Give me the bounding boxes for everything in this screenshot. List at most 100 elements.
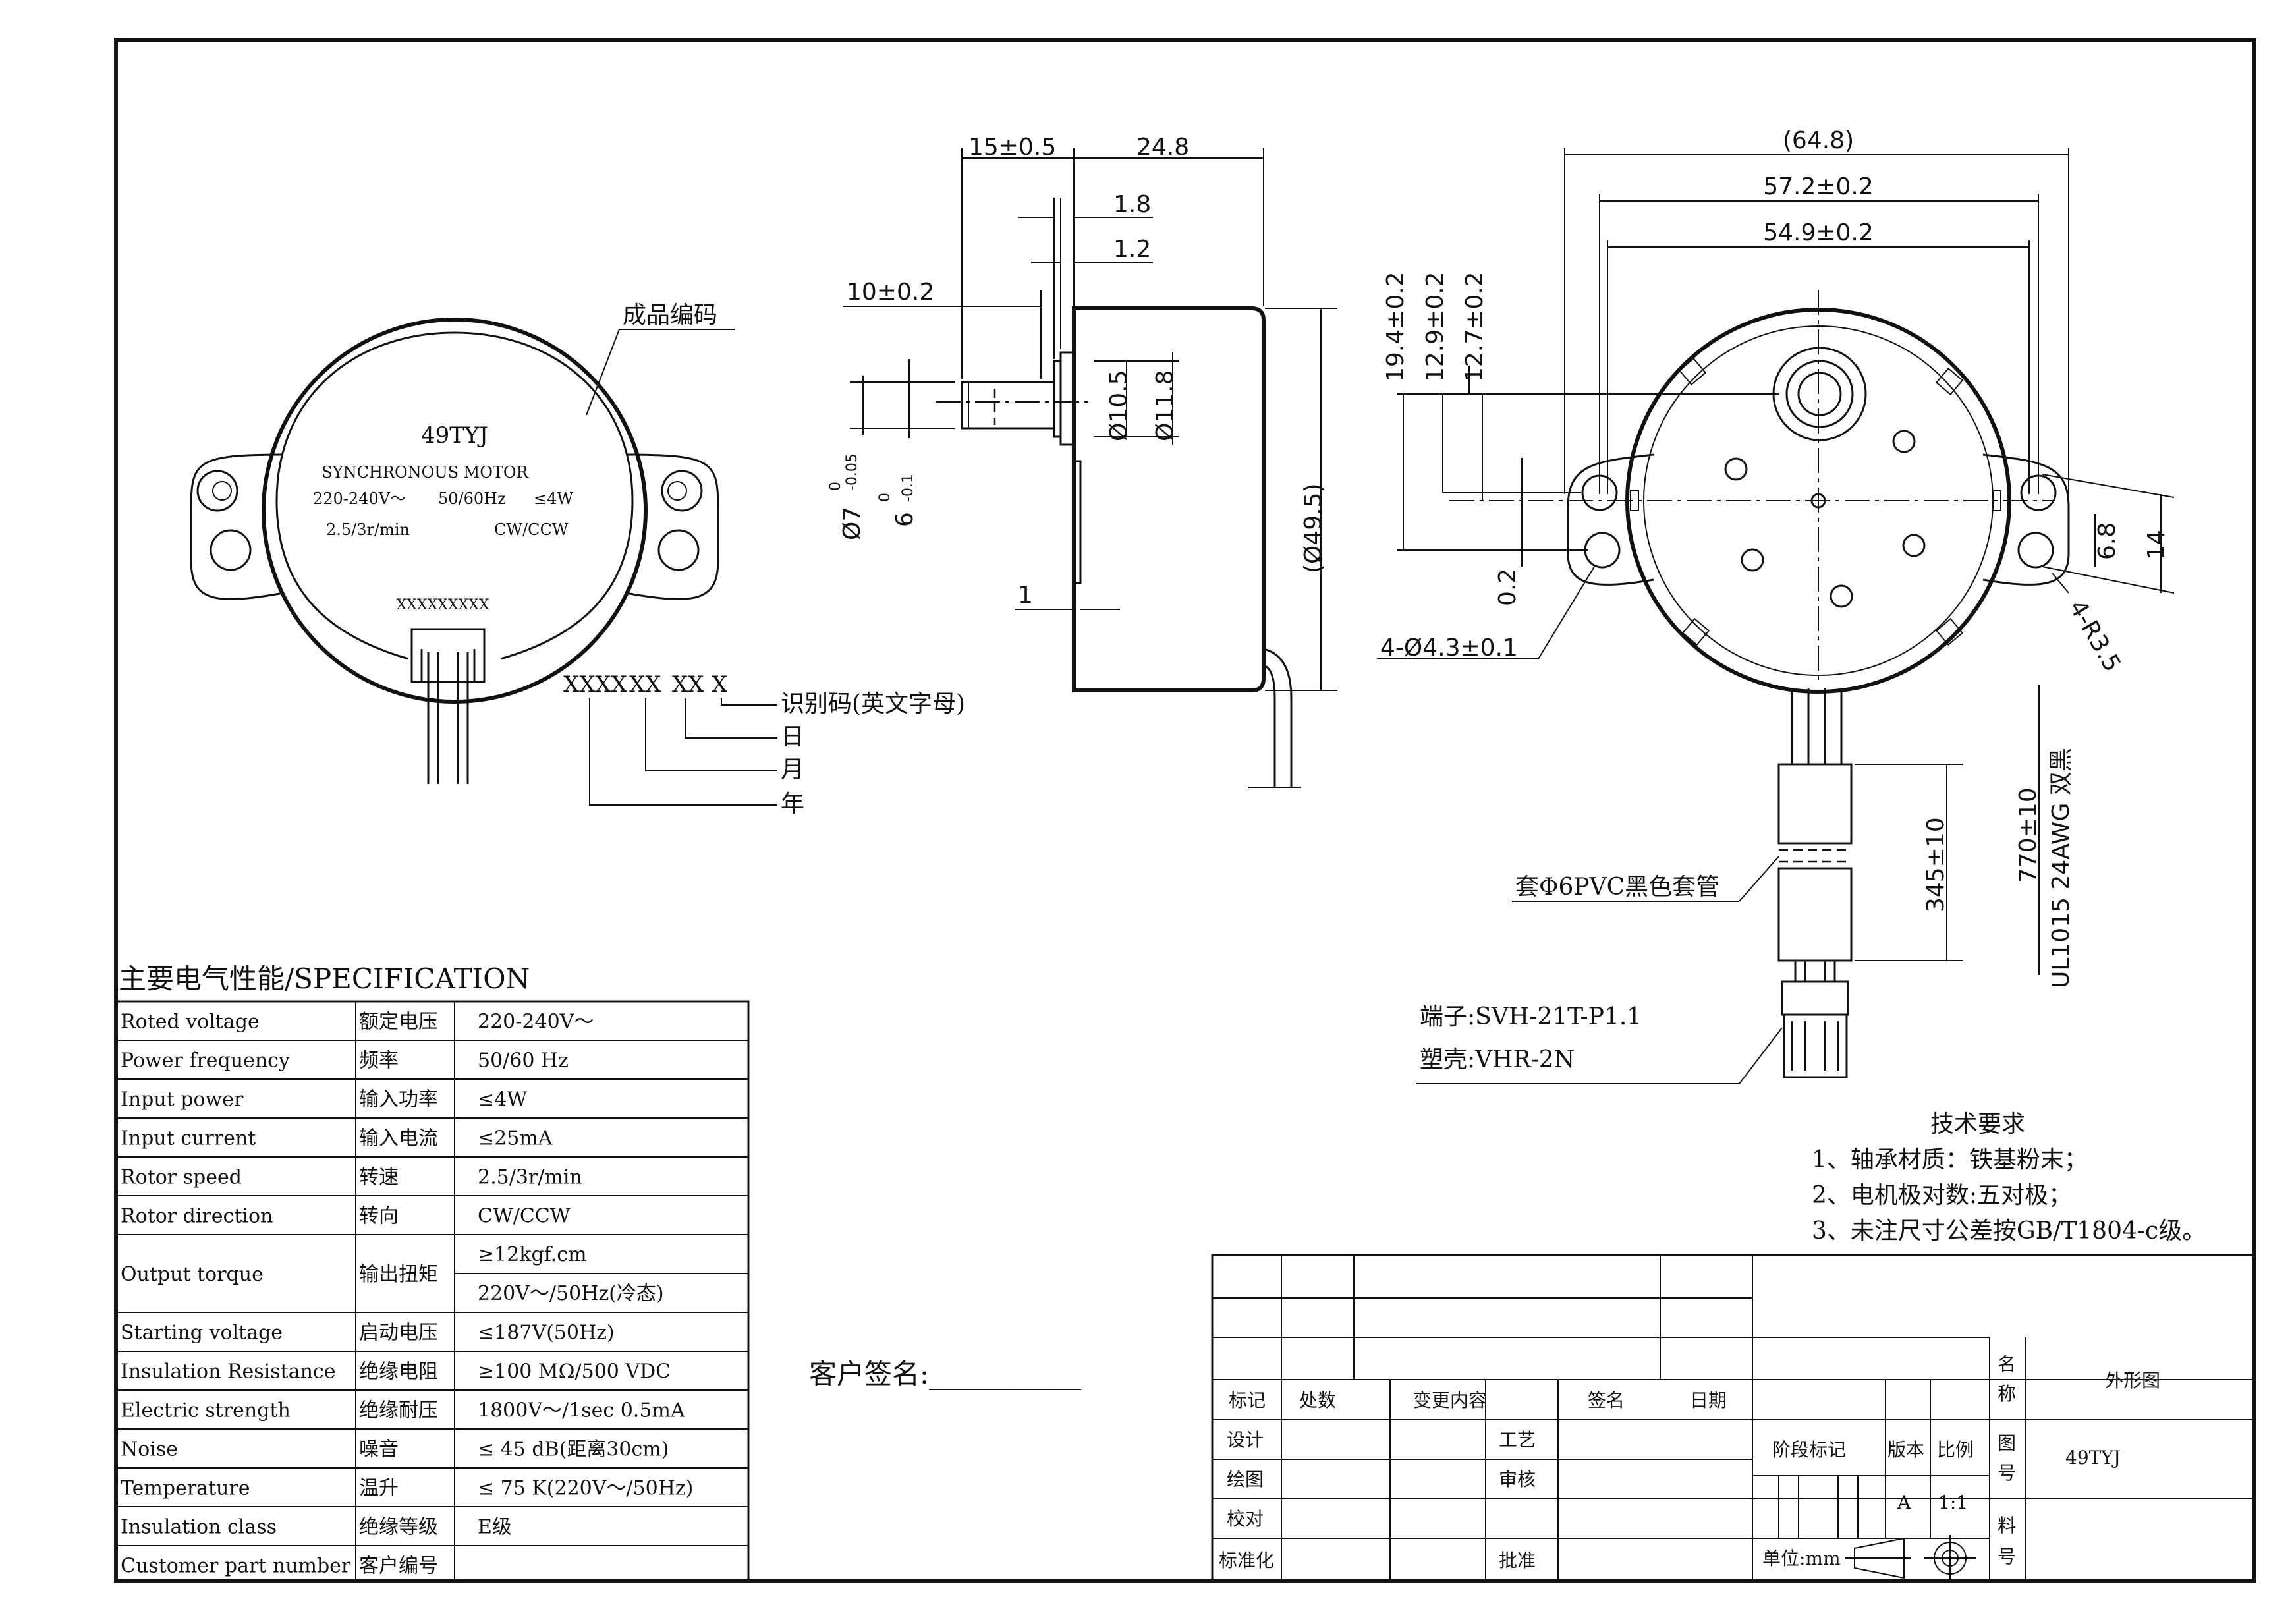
housing-callout: 塑壳:VHR-2N — [1420, 1046, 1575, 1073]
tech-req-1: 1、轴承材质：铁基粉末； — [1812, 1146, 2088, 1173]
left-hole-bottom — [210, 529, 252, 571]
spec-row-value: ≤4W — [478, 1088, 527, 1111]
spec-row-value: CW/CCW — [478, 1205, 571, 1228]
tb-stage: 阶段标记 — [1772, 1439, 1846, 1461]
spec-row-cn: 输入电流 — [359, 1127, 438, 1150]
dim-1-8: 1.8 — [1113, 191, 1151, 218]
tb-name-label-1: 名 — [1998, 1353, 2016, 1375]
spec-row-en: Output torque — [121, 1263, 264, 1286]
front-model: 49TYJ — [421, 422, 488, 449]
spec-row-value2: 220V～/50Hz(冷态) — [478, 1282, 664, 1305]
spec-row-cn: 绝缘等级 — [359, 1516, 438, 1539]
tb-drawno-label-1: 图 — [1998, 1432, 2016, 1454]
tb-scale: 比例 — [1937, 1439, 1974, 1461]
tb-mark: 标记 — [1229, 1389, 1266, 1411]
rear-sleeve — [1777, 763, 1853, 845]
tb-unit: 单位:mm — [1762, 1548, 1841, 1569]
dim-d7: Ø7 — [839, 507, 866, 540]
tech-req-2: 2、电机极对数:五对极； — [1812, 1182, 2072, 1209]
rear-right-ear — [1982, 453, 2070, 586]
tb-approve: 批准 — [1499, 1550, 1536, 1571]
projection-symbol-icon — [1845, 1535, 1976, 1581]
spec-row-value: 1800V～/1sec 0.5mA — [478, 1399, 685, 1422]
rear-view: (64.8) 57.2±0.2 54.9±0.2 19.4±0.2 12.9±0… — [1377, 127, 2175, 1084]
front-code: XXXXXXXXX — [397, 597, 489, 613]
rear-hole-4 — [2017, 532, 2054, 569]
tb-version-value: A — [1897, 1492, 1911, 1513]
tb-material-label-2: 号 — [1998, 1546, 2016, 1567]
tb-name-label-2: 称 — [1998, 1383, 2016, 1405]
spec-row-en: Electric strength — [121, 1399, 291, 1422]
spec-row-cn: 噪音 — [359, 1438, 399, 1461]
spec-row-cn: 绝缘电阻 — [359, 1360, 438, 1384]
tb-material-label-1: 料 — [1998, 1515, 2016, 1536]
side-view: 15±0.5 24.8 1.8 1.2 10±0.2 Ø10.5 Ø11.8 (… — [827, 134, 1337, 788]
spec-row-cn: 转速 — [359, 1166, 399, 1189]
dim-d7-tol-dn: -0.05 — [844, 453, 860, 491]
rear-connector-top — [1781, 980, 1849, 1016]
label-area — [275, 331, 634, 660]
tb-count: 处数 — [1299, 1389, 1336, 1411]
front-power: ≤4W — [534, 490, 573, 508]
dim-6-tol-up: 0 — [877, 493, 893, 502]
sleeve-callout: 套Φ6PVC黑色套管 — [1515, 874, 1719, 901]
customer-signature: 客户签名:___________ — [809, 1358, 1081, 1390]
spec-row-en: Customer part number — [121, 1555, 351, 1578]
motor-body-outline — [262, 318, 648, 704]
spec-row-cn: 温升 — [359, 1477, 399, 1500]
code-group-day: XX — [672, 671, 704, 698]
dim-1-2: 1.2 — [1113, 236, 1151, 263]
code-group-month: XX — [629, 671, 661, 698]
lead-outlet — [410, 628, 486, 683]
dim-54-9: 54.9±0.2 — [1763, 219, 1874, 246]
tb-drawno-label-2: 号 — [1998, 1462, 2016, 1484]
spec-row-en: Starting voltage — [121, 1322, 283, 1345]
spec-row-value: ≥12kgf.cm — [478, 1243, 587, 1266]
side-wire — [1263, 648, 1293, 787]
side-shaft — [961, 381, 1055, 430]
spec-title: 主要电气性能/SPECIFICATION — [119, 963, 530, 995]
right-hole-top — [661, 470, 703, 512]
dim-10: 10±0.2 — [847, 279, 934, 306]
tech-req-title: 技术要求 — [1930, 1111, 2025, 1138]
spec-row-cn: 客户编号 — [359, 1555, 438, 1578]
tb-scale-value: 1:1 — [1938, 1492, 1968, 1513]
tb-name-value: 外形图 — [2105, 1370, 2160, 1391]
terminal-callout: 端子:SVH-21T-P1.1 — [1420, 1003, 1642, 1030]
spec-row-value: 2.5/3r/min — [478, 1166, 582, 1189]
title-block: 标记 处数 变更内容 签名 日期 设计 工艺 绘图 审核 校对 标准化 批准 名… — [1211, 1254, 2256, 1582]
tb-sign: 签名 — [1588, 1389, 1625, 1411]
side-body — [1072, 306, 1266, 692]
right-ear — [625, 453, 719, 600]
dim-r3-5: 4-R3.5 — [2063, 596, 2126, 677]
tb-drawno-value: 49TYJ — [2065, 1447, 2121, 1469]
spec-row-value: 220-240V～ — [478, 1011, 594, 1034]
dim-1: 1 — [1018, 582, 1033, 609]
spec-row-cn: 绝缘耐压 — [359, 1399, 438, 1422]
dim-57-2: 57.2±0.2 — [1763, 173, 1874, 200]
front-label-callout: 成品编码 — [623, 302, 717, 329]
dim-d7-tol-up: 0 — [827, 482, 844, 491]
spec-row-cn: 输入功率 — [359, 1088, 438, 1111]
tb-change: 变更内容 — [1413, 1389, 1487, 1411]
tb-date: 日期 — [1690, 1389, 1727, 1411]
spec-row-value: ≤25mA — [478, 1127, 553, 1150]
dim-0-2: 0.2 — [1494, 569, 1521, 606]
front-frequency: 50/60Hz — [438, 490, 506, 508]
spec-row-cn: 额定电压 — [359, 1011, 438, 1034]
front-voltage: 220-240V～ — [313, 490, 406, 508]
left-hole-inner — [212, 481, 232, 501]
spec-row-en: Rotor speed — [121, 1166, 242, 1189]
spec-row-cn: 转向 — [359, 1205, 399, 1228]
tb-standard: 标准化 — [1219, 1550, 1274, 1571]
tb-version: 版本 — [1887, 1439, 1924, 1461]
wire-spec: UL1015 24AWG 双黑 — [2048, 748, 2075, 988]
dim-d11-8: Ø11.8 — [1152, 370, 1179, 442]
spec-row-en: Noise — [121, 1438, 178, 1461]
rear-left-ear — [1567, 453, 1654, 586]
dim-6: 6 — [891, 512, 918, 527]
dim-345: 345±10 — [1922, 817, 1949, 912]
code-legend-year: 年 — [781, 791, 804, 818]
